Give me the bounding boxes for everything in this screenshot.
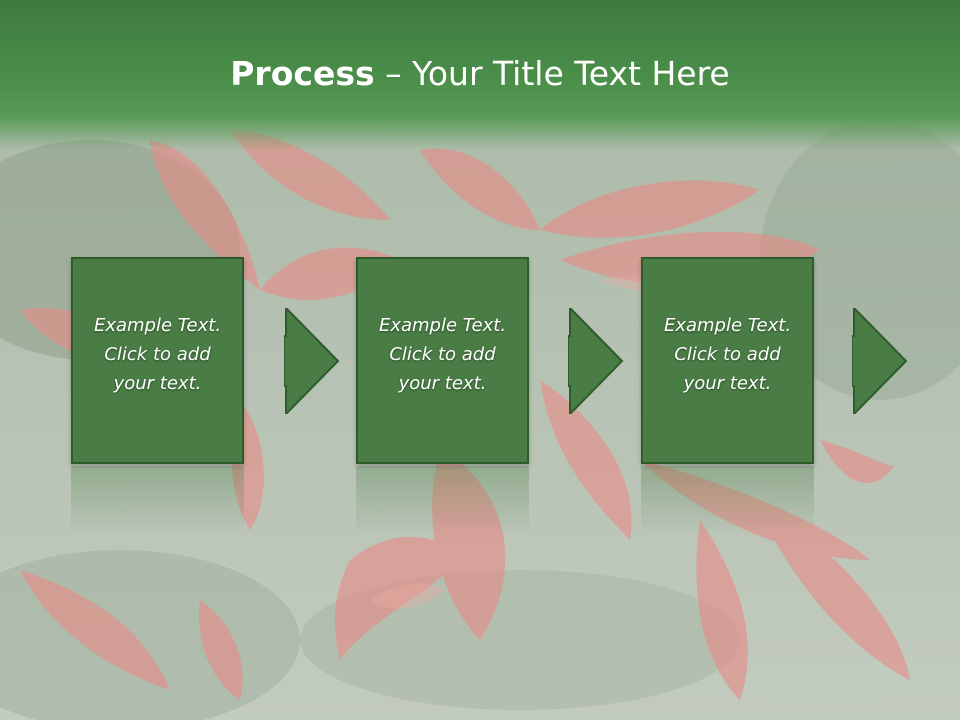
title-rest-text: – Your Title Text Here (374, 54, 730, 93)
right-arrow-icon (568, 308, 624, 414)
right-arrow-icon (284, 308, 340, 414)
slide-title[interactable]: Process – Your Title Text Here (0, 52, 960, 96)
process-step-text-3[interactable]: Example Text. Click to add your text. (663, 315, 792, 394)
title-bar (0, 0, 960, 150)
title-bold-text: Process (230, 54, 375, 93)
right-arrow-icon (852, 308, 908, 414)
process-step-box-2[interactable]: Example Text. Click to add your text. (356, 257, 529, 464)
process-step-reflection-3 (641, 466, 814, 536)
process-step-box-1[interactable]: Example Text. Click to add your text. (71, 257, 244, 464)
process-step-text-2[interactable]: Example Text. Click to add your text. (378, 315, 507, 394)
process-step-box-3[interactable]: Example Text. Click to add your text. (641, 257, 814, 464)
process-step-reflection-1 (71, 466, 244, 536)
process-step-reflection-2 (356, 466, 529, 536)
process-step-text-1[interactable]: Example Text. Click to add your text. (93, 315, 222, 394)
